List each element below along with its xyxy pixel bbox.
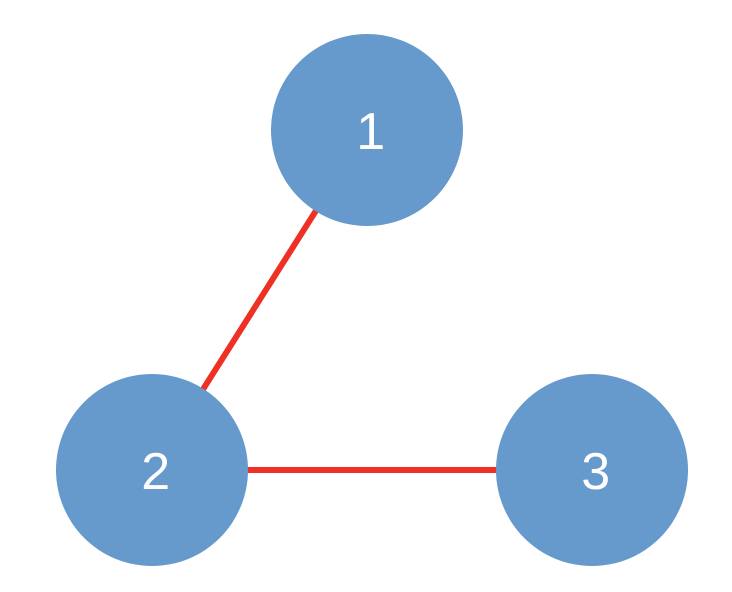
nodes-layer: 1 2 3 xyxy=(56,34,688,566)
graph-node-label: 1 xyxy=(356,103,385,161)
graph-node-circle[interactable] xyxy=(271,34,463,226)
graph-node-circle[interactable] xyxy=(496,374,688,566)
graph-node[interactable]: 3 xyxy=(496,374,688,566)
graph-node-circle[interactable] xyxy=(56,374,248,566)
graph-node-label: 3 xyxy=(581,443,610,501)
graph-node-label: 2 xyxy=(141,443,170,501)
graph-node[interactable]: 1 xyxy=(271,34,463,226)
graph-node[interactable]: 2 xyxy=(56,374,248,566)
